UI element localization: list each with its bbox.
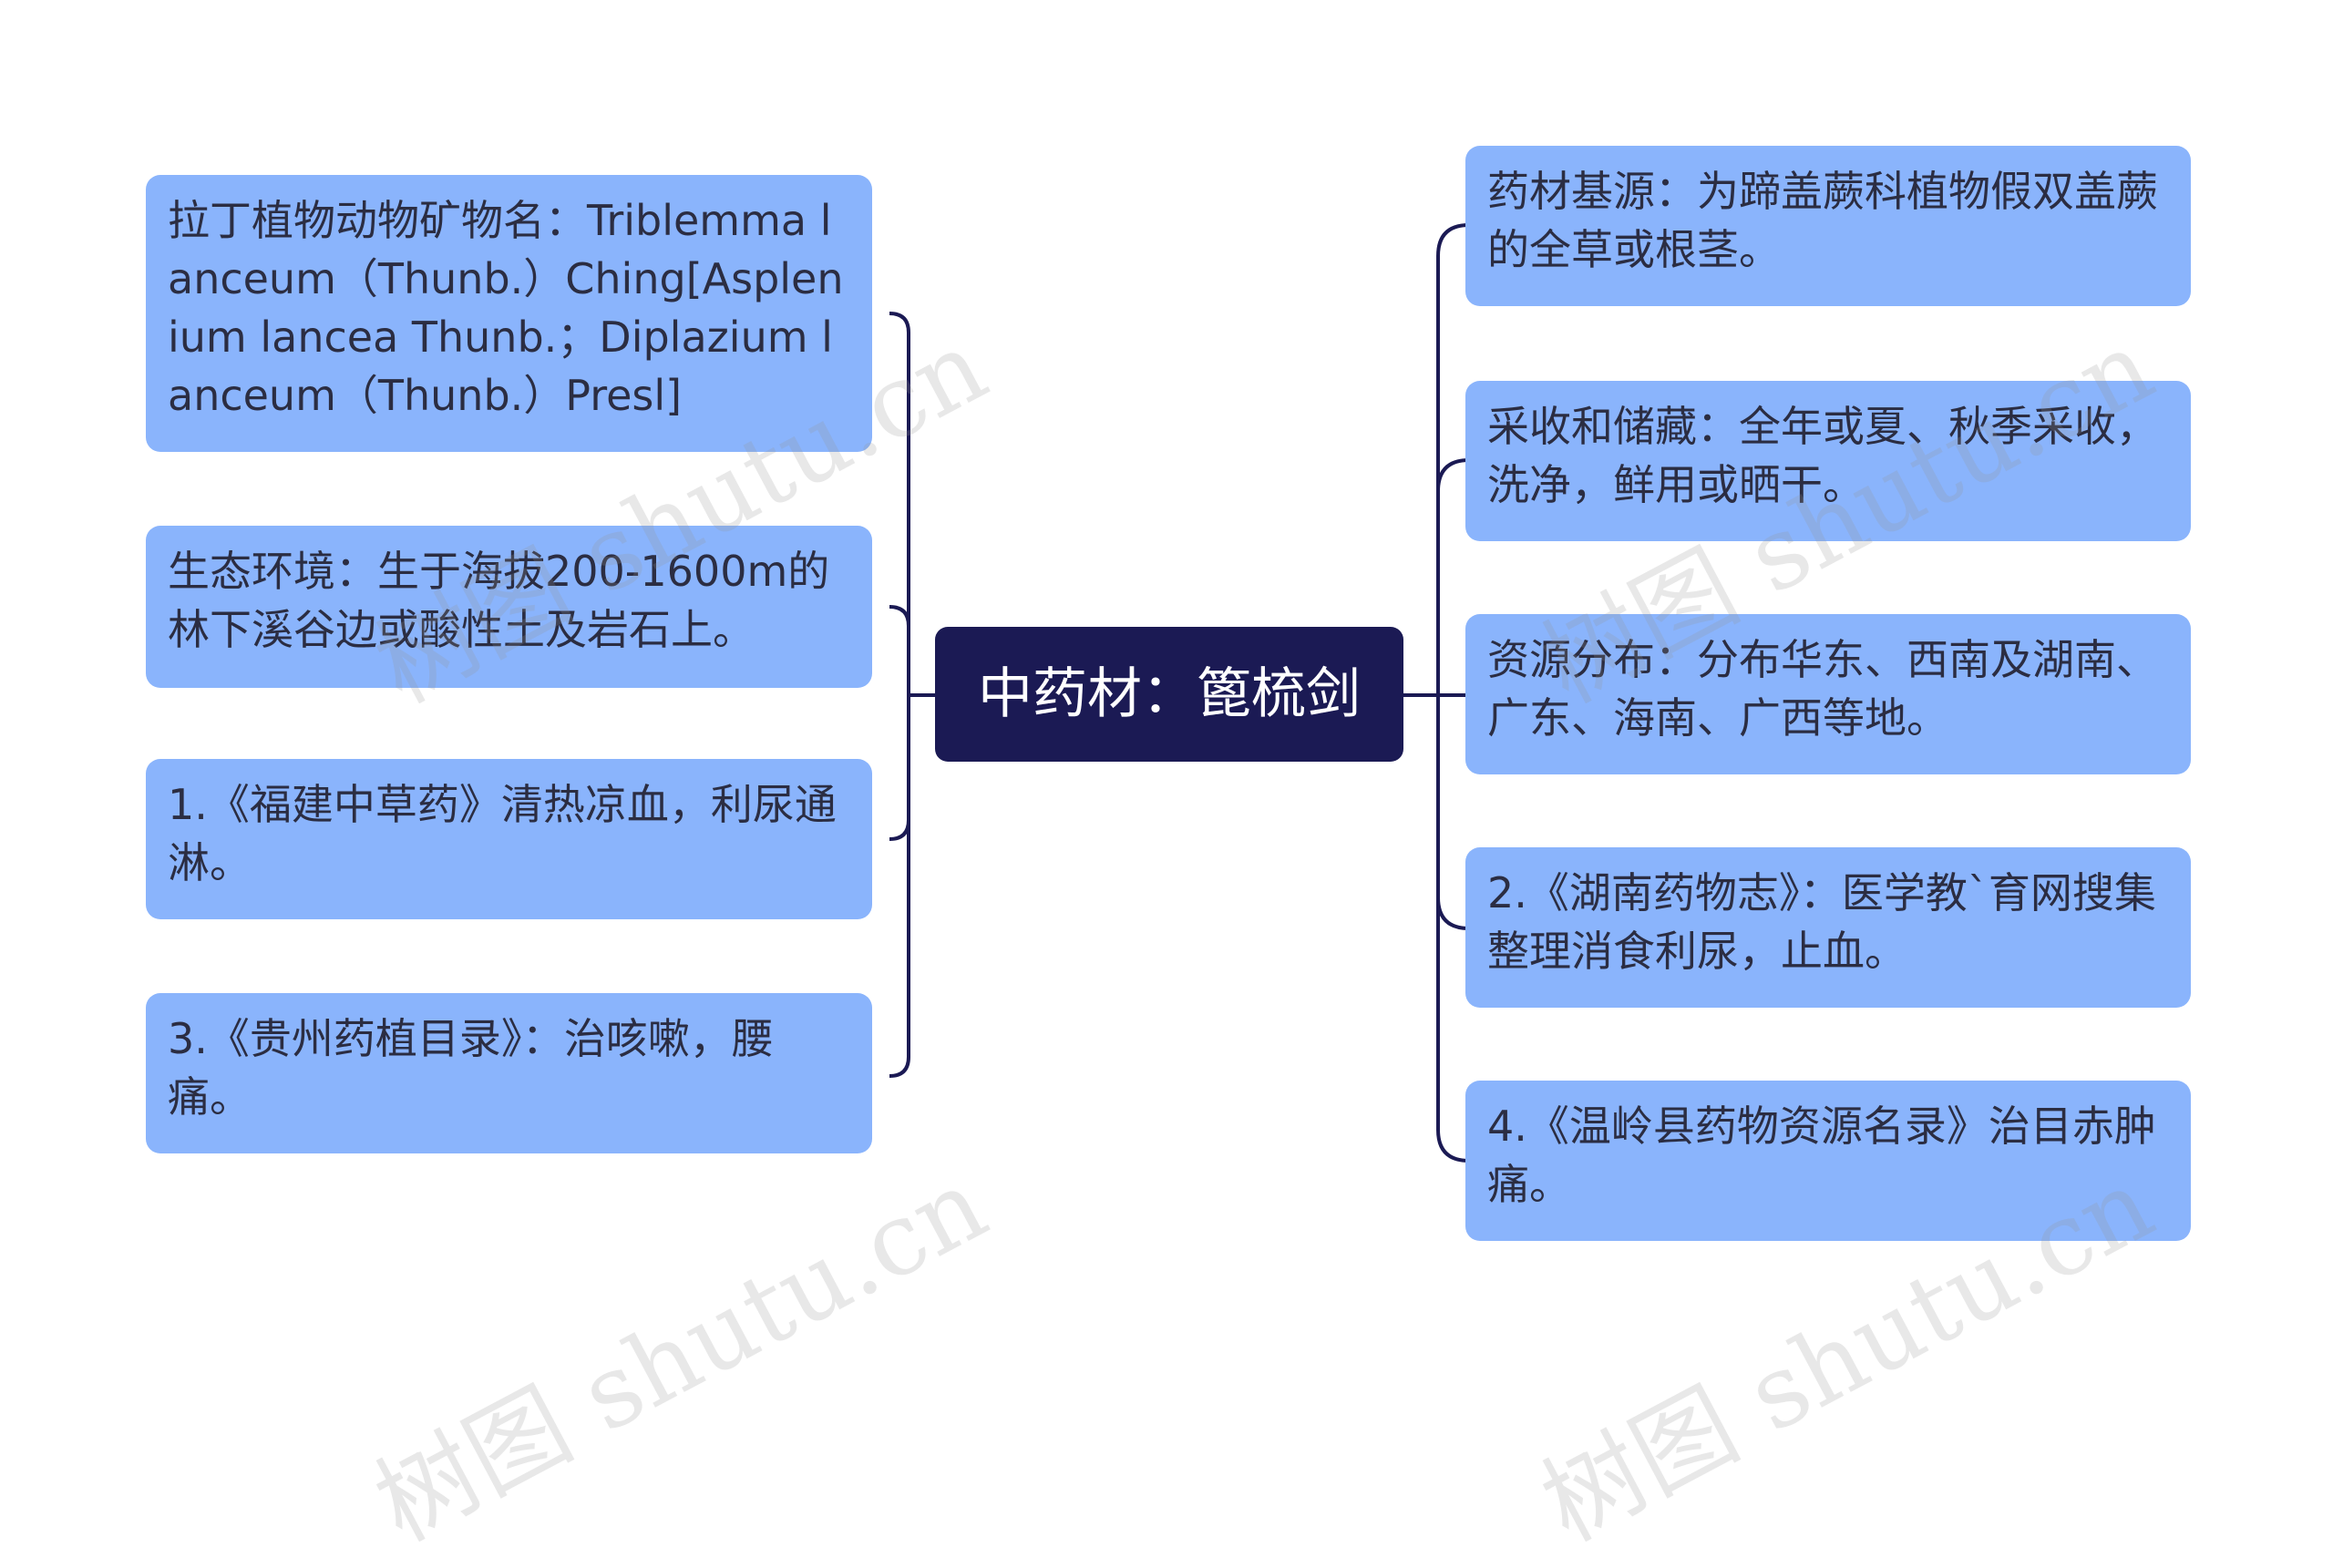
central-topic[interactable]: 中药材：篦梳剑 xyxy=(935,627,1403,762)
connector-right-spine xyxy=(1436,223,1470,1163)
topic-hunan-record[interactable]: 2.《湖南药物志》：医学教`育网搜集整理消食利尿，止血。 xyxy=(1465,847,2191,1008)
mindmap-canvas: 拉丁植物动物矿物名：Triblemma lanceum（Thunb.）Ching… xyxy=(146,146,2191,1563)
topic-guizhou-catalog[interactable]: 3.《贵州药植目录》：治咳嗽，腰痛。 xyxy=(146,993,872,1153)
connector-right-4 xyxy=(1436,897,1470,930)
connector-left-2 xyxy=(889,605,910,627)
topic-latin-name[interactable]: 拉丁植物动物矿物名：Triblemma lanceum（Thunb.）Ching… xyxy=(146,175,872,452)
connector-left-3 xyxy=(889,819,910,841)
topic-harvest-storage[interactable]: 采收和储藏：全年或夏、秋季采收，洗净，鲜用或晒干。 xyxy=(1465,381,2191,541)
connector-left-spine xyxy=(889,312,910,1078)
topic-distribution[interactable]: 资源分布：分布华东、西南及湖南、广东、海南、广西等地。 xyxy=(1465,614,2191,774)
connector-right-2 xyxy=(1436,458,1470,492)
topic-source[interactable]: 药材基源：为蹄盖蕨科植物假双盖蕨的全草或根茎。 xyxy=(1465,146,2191,306)
topic-wenling-record[interactable]: 4.《温岭县药物资源名录》治目赤肿痛。 xyxy=(1465,1081,2191,1241)
topic-fujian-herbal[interactable]: 1.《福建中草药》清热凉血，利尿通淋。 xyxy=(146,759,872,919)
connector-lines xyxy=(889,223,1470,1163)
topic-ecology[interactable]: 生态环境：生于海拔200-1600m的林下溪谷边或酸性土及岩石上。 xyxy=(146,526,872,688)
